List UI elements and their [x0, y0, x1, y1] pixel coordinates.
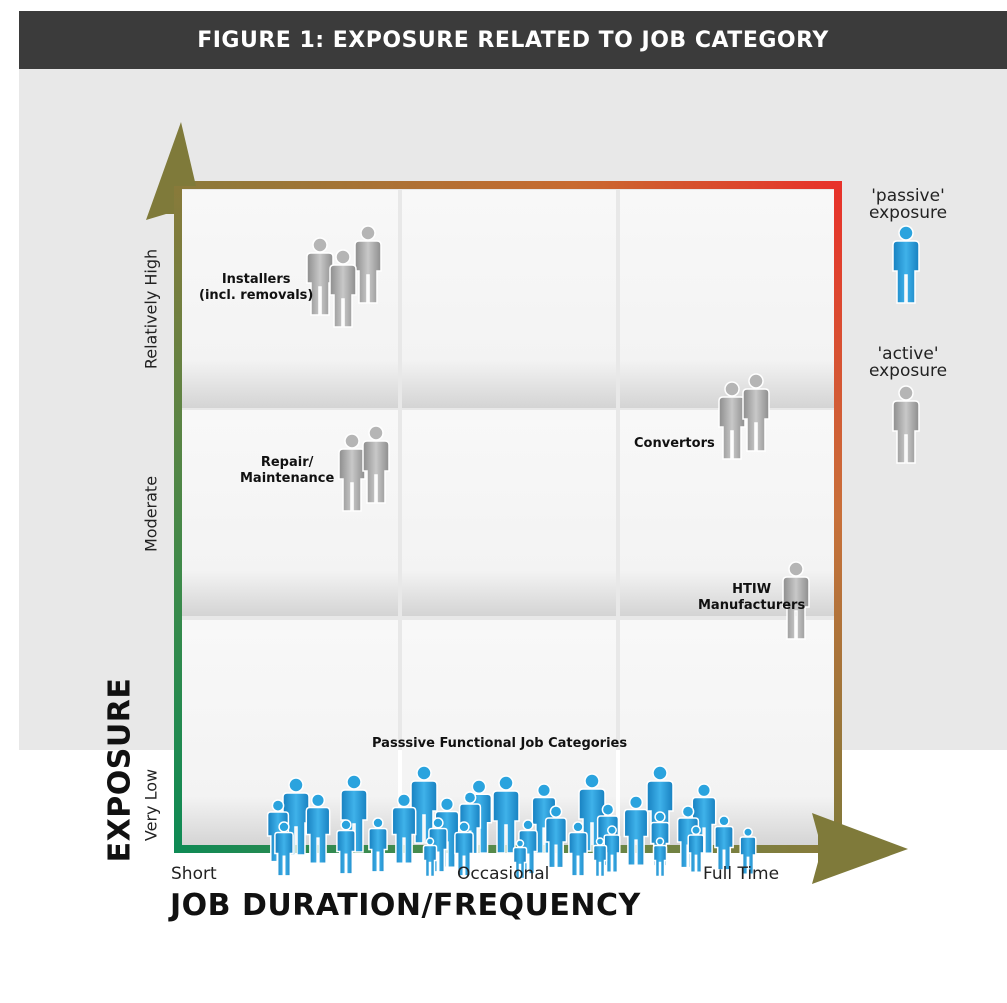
passive-person-icon — [652, 837, 668, 878]
passive-person-icon — [422, 837, 438, 878]
y-tick-very-low: Very Low — [141, 768, 161, 842]
x-axis-title: JOB DURATION/FREQUENCY — [170, 888, 641, 923]
y-axis-arrow — [146, 122, 196, 220]
passive-person-icon — [603, 825, 621, 873]
passive-person-icon — [391, 793, 417, 865]
repair-person-icon — [362, 425, 390, 504]
passive-person-icon — [592, 837, 608, 878]
passive-person-icon — [739, 827, 757, 875]
legend-active-label: 'active' exposure — [868, 344, 948, 381]
x-tick-short: Short — [171, 864, 217, 884]
label-repair-maintenance: Repair/ Maintenance — [240, 455, 335, 486]
passive-person-icon — [305, 793, 331, 865]
x-axis-arrow — [812, 813, 908, 884]
label-installers: Installers (incl. removals) — [199, 272, 314, 303]
y-tick-moderate: Moderate — [141, 475, 161, 553]
passive-person-icon — [512, 839, 528, 880]
htiw-person-icon — [782, 561, 810, 640]
figure-title: FIGURE 1: EXPOSURE RELATED TO JOB CATEGO… — [197, 27, 829, 53]
passive-person-icon — [492, 775, 520, 854]
legend-passive-person-icon — [892, 225, 920, 304]
passive-person-icon — [274, 821, 294, 877]
passive-person-icon — [410, 765, 438, 844]
x-tick-full-time: Full Time — [703, 864, 780, 884]
installer-person-icon — [306, 237, 334, 316]
repair-person-icon — [338, 433, 366, 512]
convertor-person-icon — [742, 373, 770, 452]
people-figures — [266, 225, 920, 880]
installer-person-icon — [329, 249, 357, 328]
passive-person-icon — [687, 825, 705, 873]
passive-person-icon — [623, 795, 649, 867]
y-tick-high: Relatively High — [141, 248, 161, 370]
label-htiw-manufacturers: HTIW Manufacturers — [698, 582, 806, 613]
passive-person-icon — [568, 821, 588, 877]
figure-header: FIGURE 1: EXPOSURE RELATED TO JOB CATEGO… — [19, 11, 1007, 69]
x-tick-occasional: Occasional — [457, 864, 550, 884]
passive-person-icon — [454, 821, 474, 877]
installer-person-icon — [354, 225, 382, 304]
y-axis-title: EXPOSURE — [102, 677, 138, 863]
label-convertors: Convertors — [634, 436, 715, 451]
legend-active-person-icon — [892, 385, 920, 464]
passive-person-icon — [544, 805, 568, 869]
passive-person-icon — [336, 819, 356, 875]
label-passive-categories: Passsive Functional Job Categories — [372, 736, 628, 751]
passive-person-icon — [368, 817, 388, 873]
passive-person-icon — [714, 815, 734, 871]
legend-passive-label: 'passive' exposure — [868, 186, 948, 223]
